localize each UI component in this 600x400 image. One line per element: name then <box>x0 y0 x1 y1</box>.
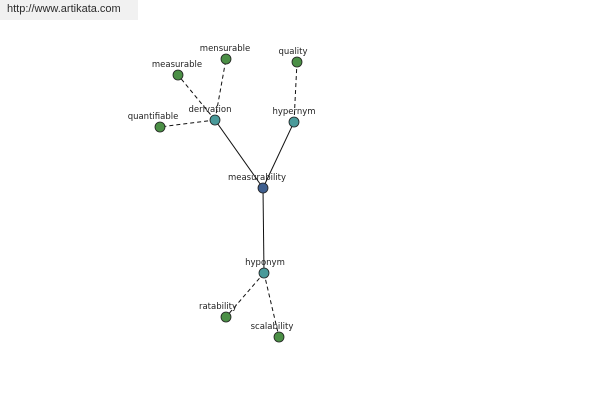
node-quantifiable[interactable] <box>154 121 166 133</box>
node-label-hypernym: hypernym <box>272 107 315 117</box>
node-label-hyponym: hyponym <box>245 258 285 268</box>
node-quality[interactable] <box>291 56 303 68</box>
node-label-mensurable: mensurable <box>200 44 250 54</box>
node-mensurable[interactable] <box>220 53 232 65</box>
edge-measurability-derivation <box>214 119 264 189</box>
node-scalability[interactable] <box>273 331 285 343</box>
node-label-measurability: measurability <box>228 173 286 183</box>
node-label-quality: quality <box>278 47 307 57</box>
source-bar: http://www.artikata.com <box>0 0 138 20</box>
edge-hyponym-scalability <box>263 272 280 338</box>
node-hypernym[interactable] <box>288 116 300 128</box>
edge-measurability-hyponym <box>262 187 265 274</box>
node-ratability[interactable] <box>220 311 232 323</box>
nodes-layer: measurability derivation hypernym hyponym me… <box>128 44 316 343</box>
edges-layer <box>159 58 298 338</box>
node-label-scalability: scalability <box>251 322 294 332</box>
node-label-derivation: derivation <box>188 105 231 115</box>
node-derivation[interactable] <box>209 114 221 126</box>
node-label-ratability: ratability <box>199 302 237 312</box>
node-label-quantifiable: quantifiable <box>128 112 179 122</box>
edge-hyponym-ratability <box>225 272 265 318</box>
source-link[interactable]: http://www.artikata.com <box>7 3 121 15</box>
edge-derivation-quantifiable <box>159 119 216 128</box>
node-label-measurable: measurable <box>152 60 202 70</box>
edge-derivation-measurable <box>177 74 216 121</box>
node-hyponym[interactable] <box>258 267 270 279</box>
node-measurable[interactable] <box>172 69 184 81</box>
edge-derivation-mensurable <box>214 58 227 121</box>
edge-hypernym-quality <box>293 61 298 123</box>
node-measurability[interactable] <box>257 182 269 194</box>
edge-measurability-hypernym <box>262 121 295 189</box>
